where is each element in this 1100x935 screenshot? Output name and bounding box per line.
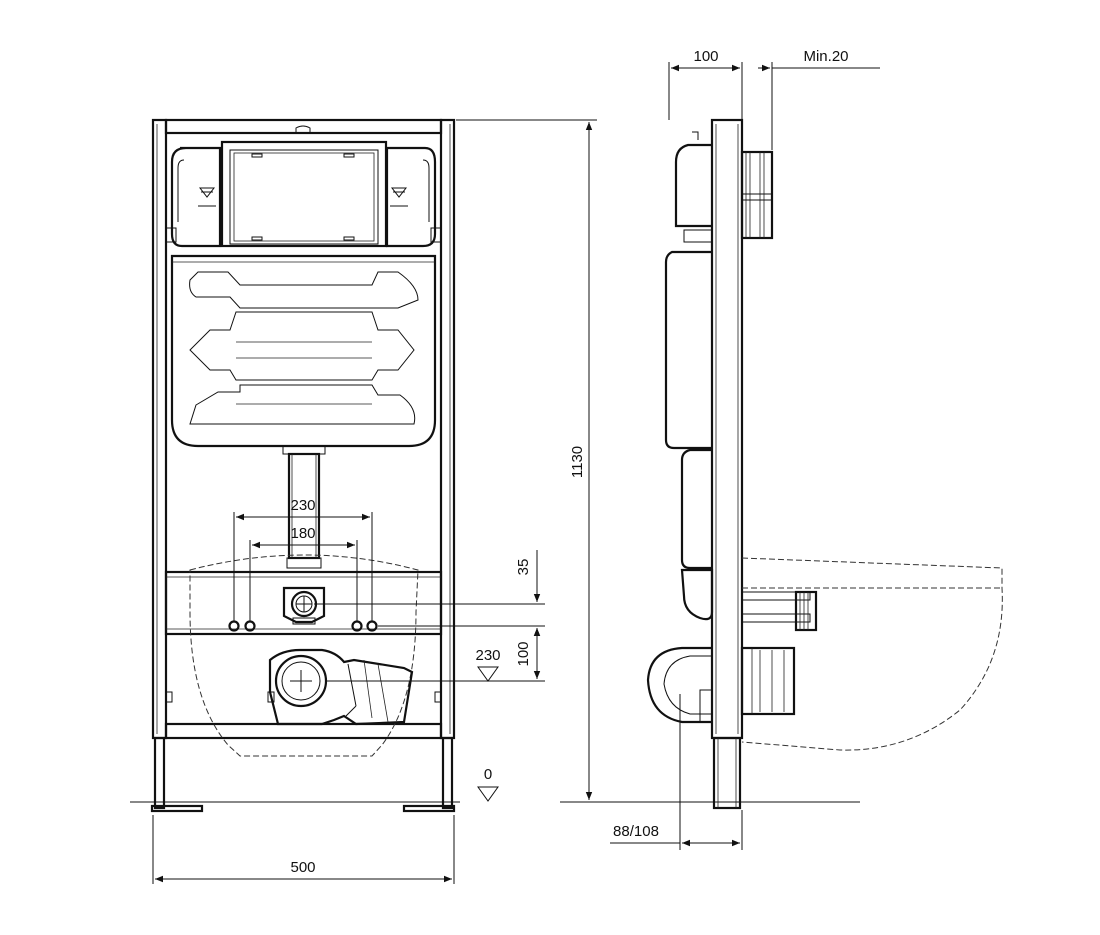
level-triangle-icon [198,187,216,198]
flush-inlet-connector [282,586,326,625]
cistern-side [664,131,714,621]
frame-rails [164,118,443,740]
cistern-head [165,146,442,248]
level-marker-outlet: 230 [475,647,501,682]
bowl-outline-front [189,554,419,757]
side-connectors [741,590,818,632]
inspection-opening [220,140,388,248]
dim-label-1130: 1130 [569,446,586,478]
dim-bolt-spacing-outer: 230 [233,497,373,622]
level-triangle-icon [477,786,499,802]
dim-label-100-front: 100 [515,641,532,666]
upright-hole [165,691,173,703]
flush-arrow-icon [189,271,419,425]
wall-spacer [740,150,774,240]
dim-frame-depth: 100 Min.20 [668,48,880,150]
dim-bolt-offset: 35 [314,550,545,648]
level-marker-floor: 0 [477,766,499,802]
dim-label-230-top: 230 [290,497,315,514]
dim-label-230-level: 230 [475,647,500,664]
dim-bolt-spacing-inner: 180 [249,525,358,622]
frame-uprights [150,118,456,813]
upright-hole [434,691,442,703]
bowl-outline-side [741,557,1003,751]
dim-label-35: 35 [515,559,532,576]
side-frame [710,118,744,810]
dim-outlet-offset: 100 [326,628,545,682]
cistern-tank [170,254,437,448]
dim-frame-height: 1130 [456,119,860,803]
drain-outlet [267,648,414,726]
flush-pipe [282,445,326,569]
dim-label-88-108: 88/108 [613,823,659,840]
dim-label-min20: Min.20 [803,48,848,65]
level-triangle-icon [390,187,408,198]
dim-label-0: 0 [484,766,492,783]
side-view: 100 Min.20 88/108 [610,48,1003,850]
drain-side [646,646,796,724]
dim-outlet-depth: 88/108 [610,694,743,850]
dim-frame-width: 500 [152,815,455,884]
dim-label-180: 180 [290,525,315,542]
dim-label-500: 500 [290,859,315,876]
level-triangle-icon [477,666,499,682]
dim-label-100-side: 100 [693,48,718,65]
front-view: 230 180 35 100 230 0 [130,118,545,884]
